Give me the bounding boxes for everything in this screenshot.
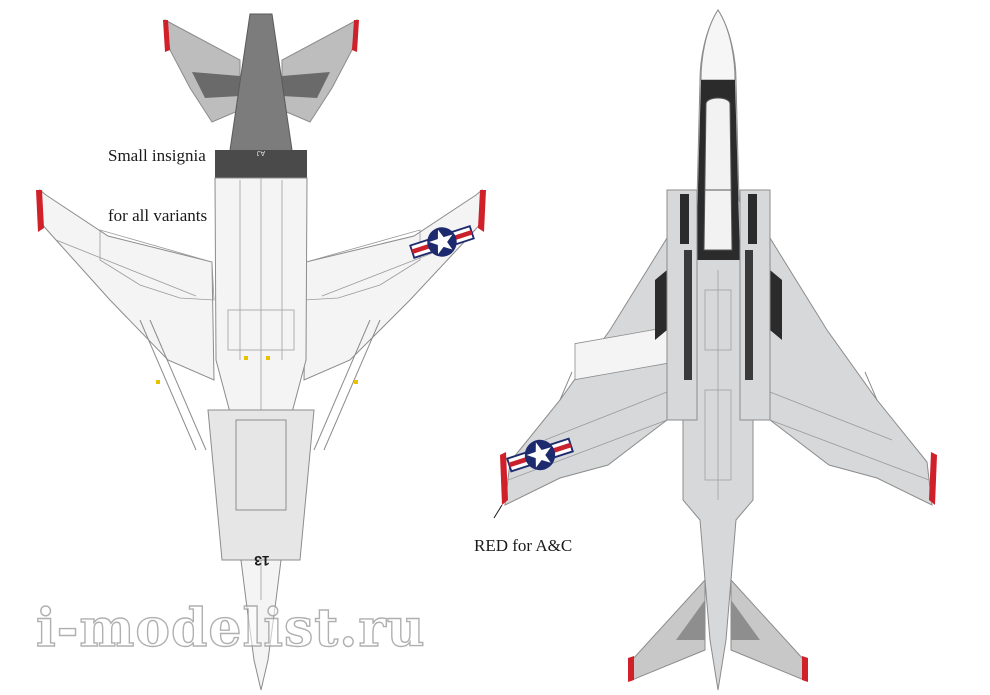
top-radome xyxy=(700,9,736,81)
top-left-wingtip-red xyxy=(500,452,508,505)
red-callout-leader xyxy=(493,504,503,519)
underside-tail-code: AJ xyxy=(257,149,265,156)
top-right-wing xyxy=(769,236,933,506)
top-canopy xyxy=(703,97,733,251)
top-left-wing xyxy=(504,236,668,506)
small-insignia-callout: Small insignia for all variants xyxy=(108,106,207,246)
callout-line-2: for all variants xyxy=(108,206,208,225)
site-watermark: i-modelist.ru xyxy=(35,597,426,659)
top-view xyxy=(493,9,937,691)
underside-right-wing xyxy=(303,188,483,451)
top-right-wingtip-red xyxy=(929,452,937,505)
underside-left-wing xyxy=(39,188,215,451)
top-horizontal-stabilizer xyxy=(628,578,808,682)
underside-nose-section xyxy=(207,409,315,561)
callout-line-1: Small insignia xyxy=(108,146,206,165)
underside-exhaust-area xyxy=(215,150,307,178)
underside-horizontal-stabilizer xyxy=(163,19,359,123)
underside-left-wingtip-red xyxy=(36,190,44,232)
red-wingtip-callout: RED for A&C xyxy=(474,536,573,555)
underside-right-wingtip-red xyxy=(478,190,486,232)
underside-view: 13 AJ xyxy=(36,13,486,691)
underside-modex: 13 xyxy=(254,553,270,569)
